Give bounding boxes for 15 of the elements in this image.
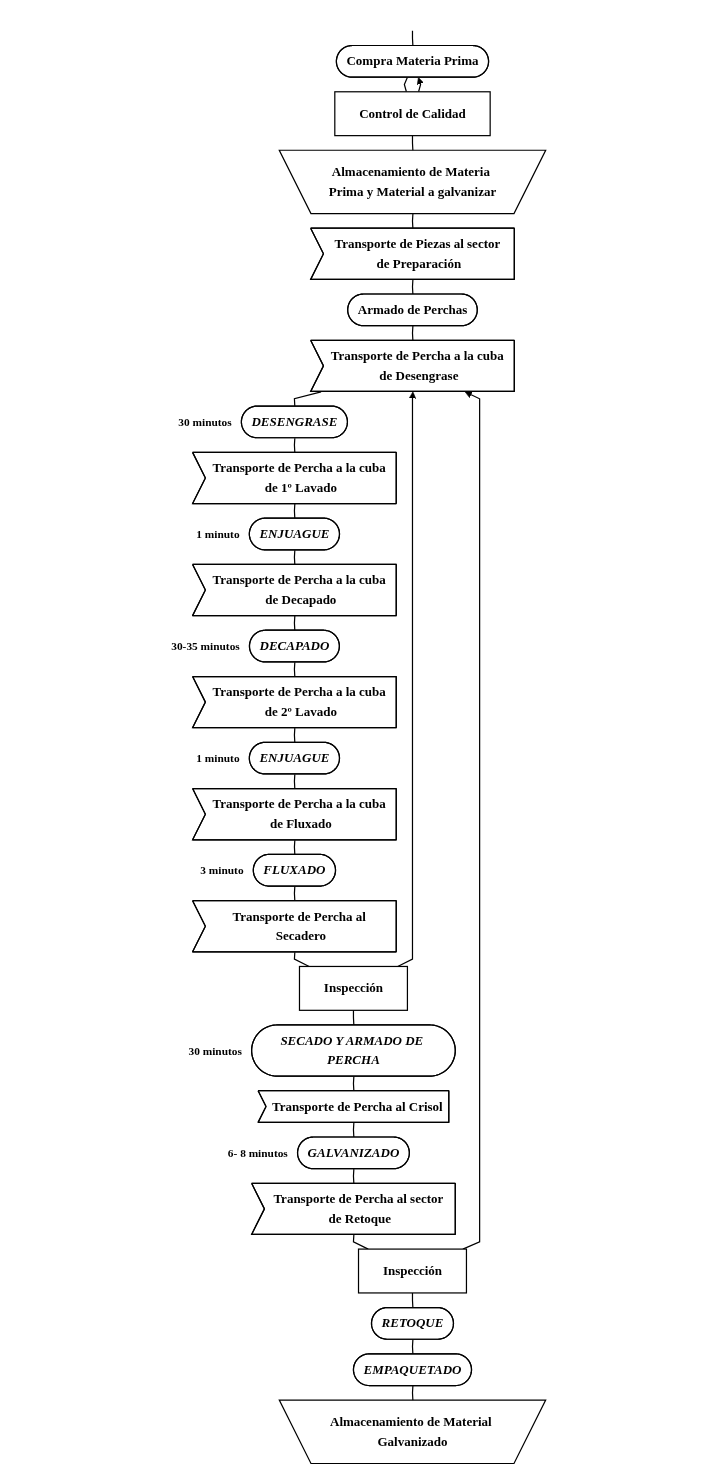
node-box: Inspección: [299, 965, 409, 1011]
node-box: Control de Calidad: [334, 91, 492, 137]
connector: [294, 951, 311, 968]
arrow: [397, 391, 417, 968]
node-label: 3 minuto: [200, 864, 244, 877]
node-label: 6- 8 minutos: [228, 1146, 289, 1159]
connector: [404, 76, 409, 93]
arrow: [417, 77, 425, 93]
node-label: 30-35 minutos: [171, 640, 241, 653]
arrow: [462, 391, 481, 1250]
node-label: 1 minuto: [196, 528, 241, 541]
node-label: 1 minuto: [196, 752, 241, 765]
node-label: 30 minutos: [178, 415, 233, 428]
node-label: 30 minutos: [188, 1044, 243, 1057]
node-box: Inspección: [358, 1248, 468, 1294]
